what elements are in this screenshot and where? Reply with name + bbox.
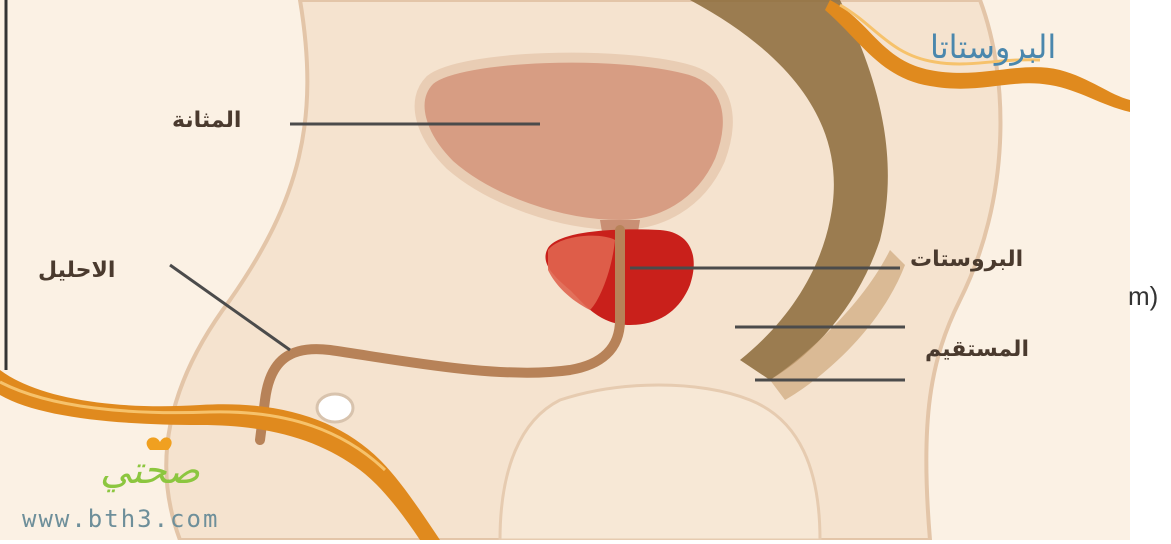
diagram-title: البروستاتا — [930, 28, 1056, 66]
label-rectum: المستقيم — [925, 337, 1029, 362]
watermark-logo: صحتي — [100, 448, 200, 492]
pubic-bone — [317, 394, 353, 422]
label-urethra: الاحليل — [38, 258, 115, 283]
stray-text: m) — [1128, 281, 1158, 312]
label-bladder: المثانة — [172, 108, 241, 133]
watermark-url: www.bth3.com — [22, 505, 219, 533]
label-prostate: البروستات — [910, 247, 1023, 272]
